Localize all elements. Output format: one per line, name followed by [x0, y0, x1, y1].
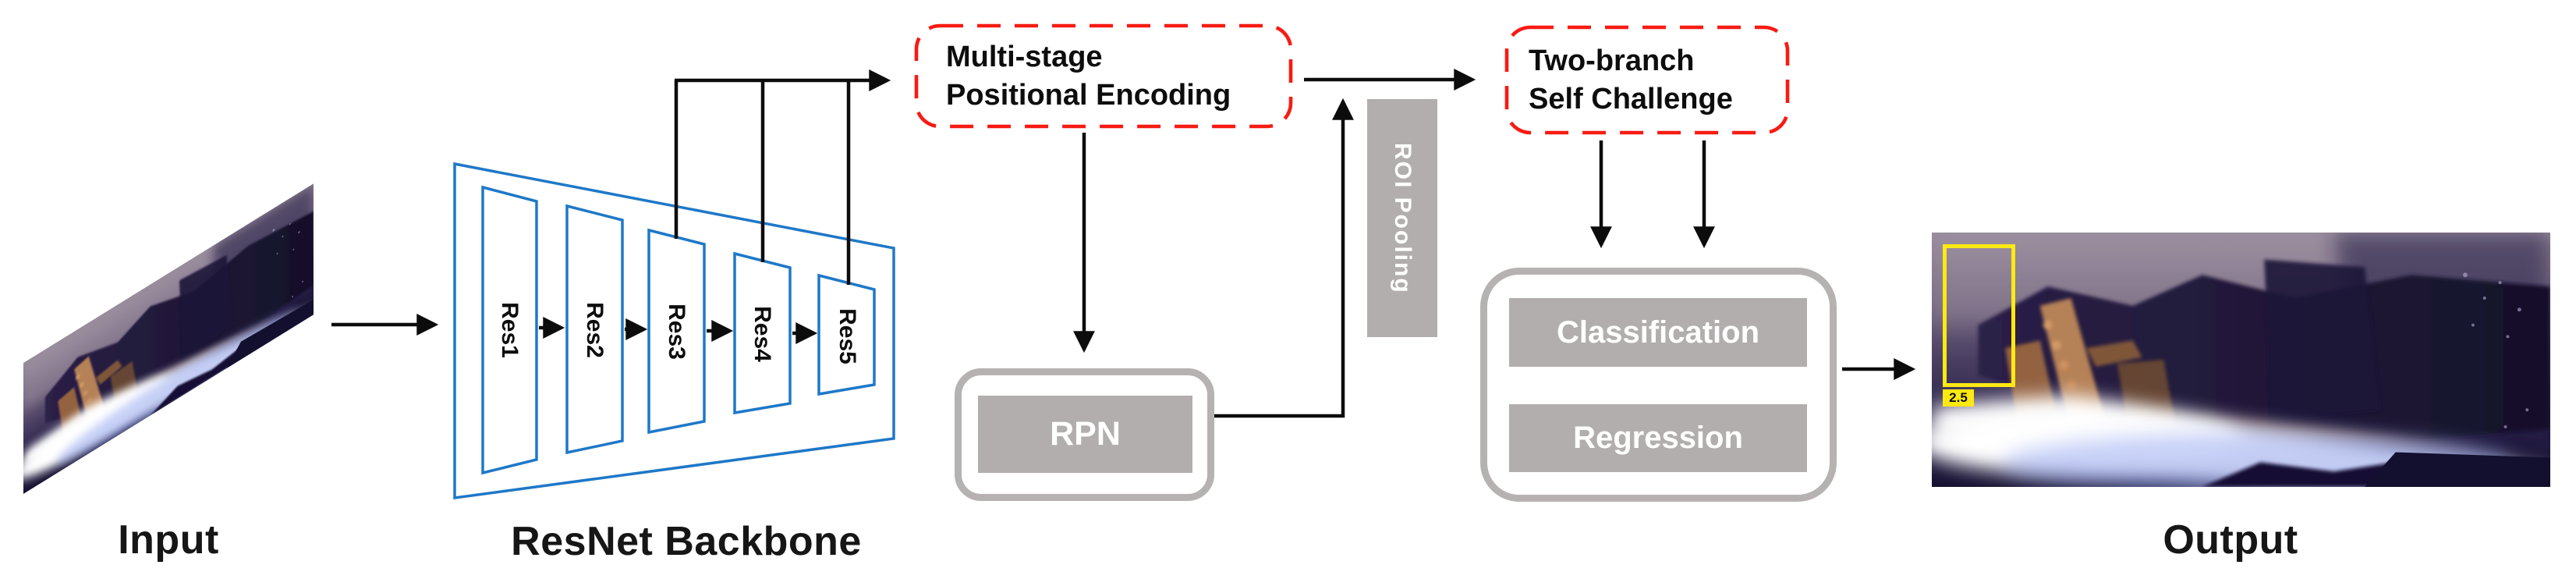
detection-score-badge: 2.5: [1943, 389, 1974, 407]
mpe-line1: Multi-stage: [946, 40, 1103, 73]
input-image: [23, 183, 314, 494]
res5-label: Res5: [834, 308, 860, 364]
res4-label: Res4: [749, 306, 775, 362]
input-image-art: [23, 183, 314, 494]
input-caption: Input: [118, 517, 219, 563]
res2-label: Res2: [582, 302, 608, 358]
classification-node: Classification: [1509, 298, 1807, 367]
two-branch-line2: Self Challenge: [1529, 82, 1733, 115]
two-branch-line1: Two-branch: [1529, 44, 1695, 77]
output-image: 2.5: [1932, 233, 2550, 487]
backbone-caption: ResNet Backbone: [511, 519, 862, 564]
res1-label: Res1: [497, 302, 523, 358]
roi-pooling-node: ROI Pooling: [1367, 99, 1437, 337]
mpe-line2: Positional Encoding: [946, 78, 1231, 112]
detection-bounding-box: [1943, 244, 2015, 387]
rpn-node: RPN: [978, 396, 1192, 473]
multi-stage-positional-encoding-label: Multi-stage Positional Encoding: [916, 26, 1291, 126]
res3-label: Res3: [664, 304, 689, 360]
output-image-art: [1932, 233, 2550, 487]
output-caption: Output: [2163, 517, 2298, 563]
regression-node: Regression: [1509, 404, 1807, 472]
arrow-rpn-to-roi: [1214, 98, 1354, 418]
two-branch-self-challenge-label: Two-branch Self Challenge: [1507, 27, 1788, 133]
